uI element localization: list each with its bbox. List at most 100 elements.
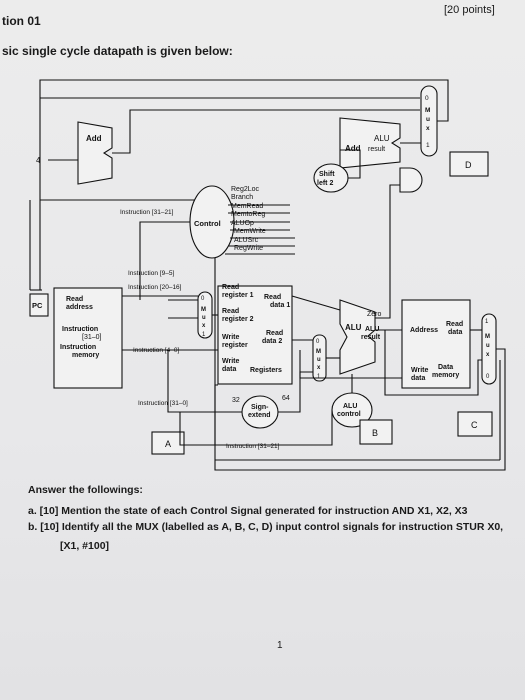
mux-b-0: 0 (316, 339, 320, 345)
write-reg-label-2: register (222, 342, 248, 349)
zero-label: Zero (367, 311, 382, 318)
read-data2-label-2: data 2 (262, 338, 282, 345)
read-reg2-label-1: Read (222, 308, 239, 315)
top-mux-m: M (425, 107, 430, 114)
wire (179, 410, 333, 446)
shift-left-2 (313, 163, 349, 193)
wire (214, 348, 506, 471)
mux-a-1: 1 (202, 332, 206, 338)
box-d (449, 151, 489, 177)
n64-label: 64 (282, 395, 290, 402)
box-b-label: B (372, 428, 378, 438)
data-memory-label-2: memory (432, 372, 459, 379)
adder-1-label: Add (86, 134, 102, 143)
question-b-continued: [X1, #100] (60, 540, 110, 552)
alu-result-label-1: ALU (365, 326, 379, 333)
answer-heading: Answer the followings: (28, 484, 143, 496)
box-c (457, 411, 493, 437)
signal-memtoreg: MemtoReg (231, 211, 265, 218)
instr-4-0-label: Instruction [4–0] (133, 347, 179, 354)
n32-label: 32 (232, 397, 240, 404)
box-a (151, 431, 185, 455)
wire (375, 184, 400, 319)
left2-label: left 2 (317, 180, 333, 187)
mux-c-1: 1 (485, 319, 489, 325)
wire (384, 330, 482, 396)
signal-memread: MemRead (231, 203, 263, 210)
instruction-label-1: Instruction (62, 326, 98, 333)
registers-label: Registers (250, 367, 282, 374)
instr-31-21-label: Instruction [31–21] (120, 209, 174, 216)
write-data-label-2: data (222, 366, 237, 373)
points-label: [20 points] (444, 4, 495, 16)
alu-result-top-label: ALU (374, 134, 390, 143)
box-b (359, 419, 393, 445)
mux-a-0: 0 (201, 296, 205, 302)
address-label: Address (410, 327, 438, 334)
read-reg2-label-2: register 2 (222, 316, 254, 323)
instr-31-0-label: Instruction [31–0] (138, 400, 188, 407)
mux-c-m: M (485, 334, 490, 340)
write-reg-label-1: Write (222, 334, 239, 341)
instr-31-21b-label: Instruction [31–21] (226, 443, 280, 450)
wire (278, 371, 313, 413)
adder-2-label: Add (345, 144, 361, 153)
mux-b-x: x (317, 365, 321, 371)
adder-2 (339, 117, 401, 169)
mux-b-u: u (317, 357, 321, 363)
read-address-label-2: address (66, 304, 93, 311)
wire (291, 295, 341, 311)
alu-result-label-2: result (361, 334, 381, 341)
mux-a-m: M (201, 307, 206, 313)
page-number: 1 (277, 640, 283, 651)
question-b: b. [10] Identify all the MUX (labelled a… (28, 521, 504, 533)
instruction-label-2: [31–0] (82, 334, 102, 341)
data-memory-box (401, 299, 471, 389)
top-mux-0: 0 (425, 95, 429, 102)
read-data-label-2: data (448, 329, 463, 336)
signal-alusrc: ALUSrc (234, 237, 259, 244)
and-gate (399, 167, 423, 193)
wire (139, 221, 190, 300)
question-a: a. [10] Mention the state of each Contro… (28, 505, 468, 517)
wire (112, 109, 420, 154)
mux-b-1: 1 (317, 374, 321, 380)
read-data2-label-1: Read (266, 330, 283, 337)
instr-memory-label-2: memory (72, 352, 99, 359)
instr-20-16-label: Instruction [20–16] (128, 284, 182, 291)
adder-1 (77, 121, 113, 185)
box-c-label: C (471, 420, 478, 430)
signal-reg2loc: Reg2Loc (231, 186, 260, 193)
alu-label: ALU (345, 323, 362, 332)
question-intro: sic single cycle datapath is given below… (2, 44, 233, 58)
wire (340, 149, 361, 179)
box-a-label: A (165, 439, 171, 449)
signal-regwrite: RegWrite (234, 245, 263, 252)
signal-branch: Branch (231, 194, 253, 201)
shift-label: Shift (319, 171, 335, 178)
mux-c-0: 0 (486, 374, 490, 380)
instruction-memory-box (53, 287, 123, 389)
wire (299, 350, 402, 379)
signal-memwrite: MemWrite (234, 228, 266, 235)
box-d-label: D (465, 160, 472, 170)
top-mux-1: 1 (426, 142, 430, 149)
mux-b-m: M (316, 349, 321, 355)
pc-label: PC (32, 301, 43, 310)
alu-control-label-1: ALU (343, 403, 357, 410)
question-number: tion 01 (2, 14, 41, 28)
read-reg1-label-1: Read (222, 284, 239, 291)
signal-aluop: ALUOp (231, 220, 254, 227)
instr-9-5-label: Instruction [9–5] (128, 270, 174, 277)
wire (39, 79, 449, 122)
write-data-mem-label-2: data (411, 375, 426, 382)
mux-a-u: u (202, 315, 206, 321)
read-data1-label-1: Read (264, 294, 281, 301)
main-alu (339, 299, 376, 375)
register-file (217, 285, 293, 385)
read-data1-label-2: data 1 (270, 302, 290, 309)
write-data-label-1: Write (222, 358, 239, 365)
data-memory-label-1: Data (438, 364, 453, 371)
